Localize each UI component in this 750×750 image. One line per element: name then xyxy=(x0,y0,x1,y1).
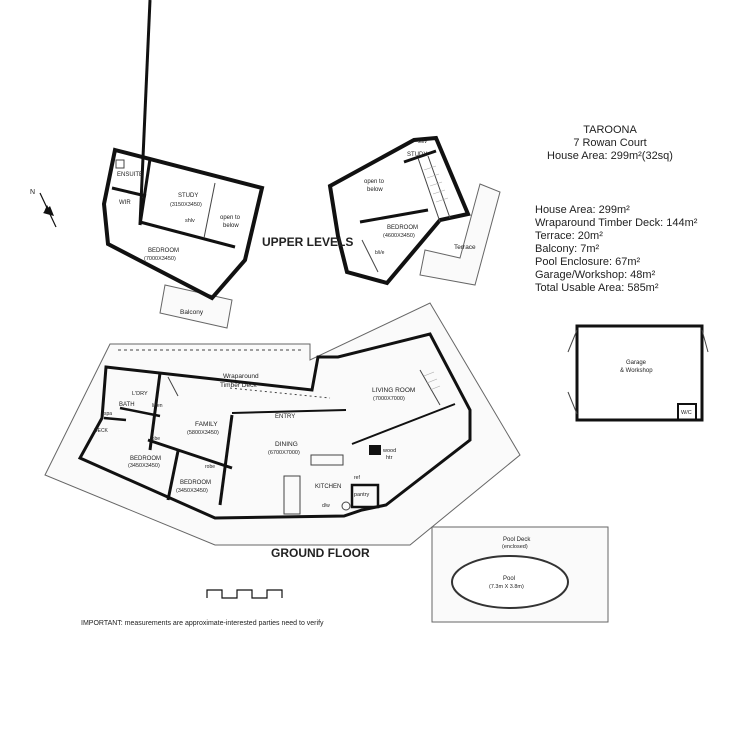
living-label: LIVING ROOM xyxy=(372,387,415,394)
upper-left-unit: ENSUITE WIR STUDY (3150X3450) shlv open … xyxy=(101,0,265,329)
area-line-total: Total Usable Area: 585m² xyxy=(535,282,659,294)
ensuite-label: ENSUITE xyxy=(117,172,143,178)
study-upper2-label: STUDY xyxy=(407,152,427,158)
study-upper-label: STUDY xyxy=(178,193,198,199)
ground-floor-walls xyxy=(77,332,472,520)
open-to-label-1b: below xyxy=(223,223,239,229)
area-line-terrace: Terrace: 20m² xyxy=(535,230,603,242)
pantry-label: pantry xyxy=(354,492,370,498)
bedroom-upper-dim: (7000X3450) xyxy=(144,256,176,262)
bedroom-ground2-dim: (3450X3450) xyxy=(176,488,208,494)
area-line-deck: Wraparound Timber Deck: 144m² xyxy=(535,217,698,229)
robe1-label: robe xyxy=(150,436,160,442)
wir-label: WIR xyxy=(119,200,131,206)
pool-enclosure: Pool Deck (enclosed) Pool (7.3m X 3.8m) xyxy=(431,526,609,623)
garage-label-b: & Workshop xyxy=(620,368,653,374)
bir-label: b/i/e xyxy=(375,250,385,256)
property-house-area: House Area: 299m²(32sq) xyxy=(547,150,673,162)
upper-right-walls xyxy=(327,135,471,286)
property-name: TAROONA xyxy=(583,124,637,136)
compass-label: N xyxy=(30,189,35,196)
bedroom-upper2-dim: (4600X3450) xyxy=(383,233,415,239)
balcony-label: Balcony xyxy=(180,309,204,316)
upper-left-walls xyxy=(101,147,265,301)
upper-right-unit: shlv STUDY open to below BEDROOM (4600X3… xyxy=(327,135,501,286)
shlv-label: shlv xyxy=(185,218,195,224)
open-to-label-2a: open to xyxy=(364,179,385,185)
open-to-label-1a: open to xyxy=(220,215,241,221)
north-arrow-icon: N xyxy=(30,189,57,228)
property-address: 7 Rowan Court xyxy=(573,137,647,149)
pool-deck-label-a: Pool Deck xyxy=(503,537,531,543)
shlv2-label: shlv xyxy=(418,139,427,145)
bath-label: BATH xyxy=(119,402,135,408)
terrace-deck xyxy=(419,183,501,286)
bedroom-ground1-dim: (3450X3450) xyxy=(128,463,160,469)
dw-label: d/w xyxy=(322,503,330,509)
area-line-pool: Pool Enclosure: 67m² xyxy=(535,256,641,268)
wraparound-deck-label-a: Wraparound xyxy=(223,373,259,380)
area-line-garage: Garage/Workshop: 48m² xyxy=(535,269,656,281)
area-schedule: House Area: 299m² Wraparound Timber Deck… xyxy=(535,204,697,295)
kitchen-label: KITCHEN xyxy=(315,484,341,490)
bedroom-upper-label: BEDROOM xyxy=(148,248,179,254)
spa-label: spa xyxy=(104,411,112,417)
open-to-label-2b: below xyxy=(367,187,383,193)
property-title-block: TAROONA 7 Rowan Court House Area: 299m²(… xyxy=(530,124,690,163)
measurement-disclaimer: IMPORTANT: measurements are approximate-… xyxy=(81,620,324,627)
wc-label: W/C xyxy=(681,410,692,416)
garage: Garage & Workshop W/C xyxy=(567,324,709,422)
wraparound-deck-label-b: Timber Deck xyxy=(220,382,257,389)
robe2-label: robe xyxy=(205,464,215,470)
bedroom-ground2-label: BEDROOM xyxy=(180,480,211,486)
ldry-label: L'DRY xyxy=(132,391,148,397)
wood-htr-label-a: wood xyxy=(382,448,396,454)
study-upper-dim: (3150X3450) xyxy=(170,202,202,208)
family-label: FAMILY xyxy=(195,421,218,428)
area-line-balcony: Balcony: 7m² xyxy=(535,243,600,255)
ground-floor-heading: GROUND FLOOR xyxy=(271,546,370,560)
garage-label-a: Garage xyxy=(626,360,647,366)
ground-floor: BATH L'DRY spa linen DECK Wraparound Tim… xyxy=(44,302,521,546)
terrace-label: Terrace xyxy=(454,244,476,251)
upper-levels-heading: UPPER LEVELS xyxy=(262,235,354,249)
pool-dim: (7.3m X 3.8m) xyxy=(489,584,524,590)
pool-label: Pool xyxy=(503,576,515,582)
bedroom-upper2-label: BEDROOM xyxy=(387,225,418,231)
living-dim: (7000X7000) xyxy=(373,396,405,402)
ref-label: ref xyxy=(354,475,360,481)
deck-small-label: DECK xyxy=(94,428,109,434)
bedroom-ground1-label: BEDROOM xyxy=(130,456,161,462)
linen-label: linen xyxy=(152,403,163,409)
dining-label: DINING xyxy=(275,441,298,448)
pool-deck-label-b: (enclosed) xyxy=(502,544,528,550)
family-dim: (5800X3450) xyxy=(187,430,219,436)
entry-label: ENTRY xyxy=(275,414,295,420)
scale-bar xyxy=(206,589,283,599)
wood-htr-label-b: htr xyxy=(386,455,393,461)
area-line-house: House Area: 299m² xyxy=(535,204,630,216)
wraparound-deck-outline xyxy=(44,302,521,546)
dining-dim: (6700X7000) xyxy=(268,450,300,456)
